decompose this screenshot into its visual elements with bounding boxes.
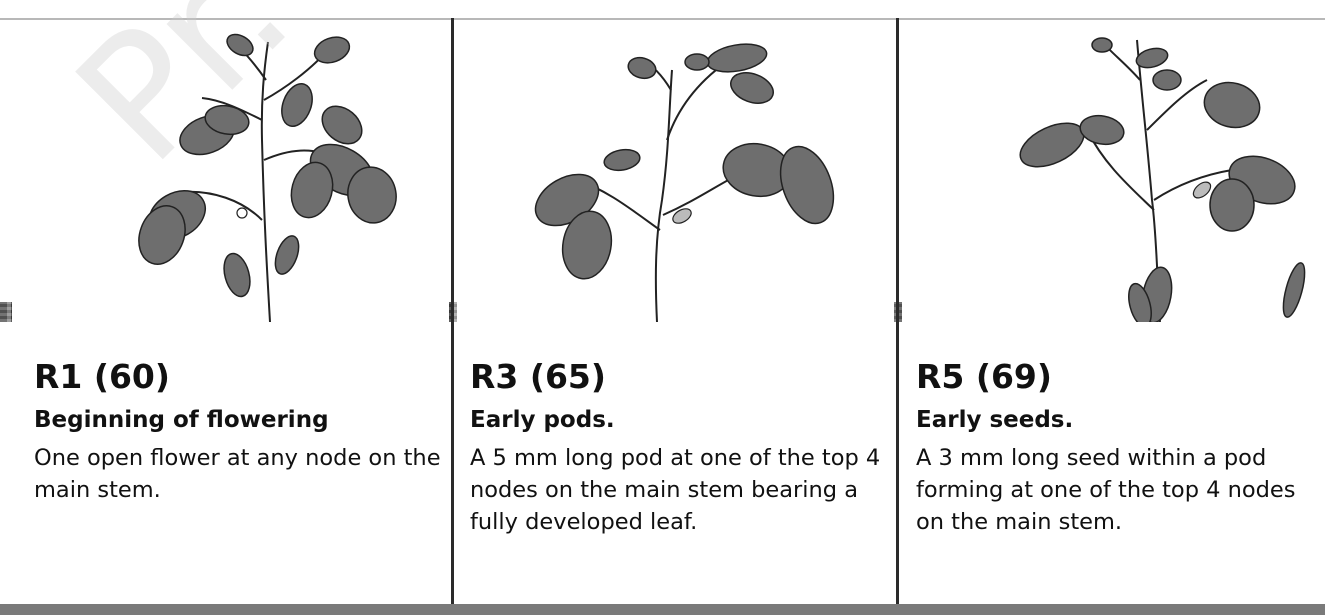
stage-panel-r3: R3 (65) Early pods. A 5 mm long pod at o… [457, 20, 894, 615]
stage-description: A 5 mm long pod at one of the top 4 node… [470, 442, 890, 538]
stage-code: R5 (69) [916, 356, 1321, 398]
plant-illustration-r1 [12, 20, 449, 322]
soybean-plant-icon [457, 20, 894, 322]
stage-text-r3: R3 (65) Early pods. A 5 mm long pod at o… [470, 356, 890, 538]
soybean-plant-icon [902, 20, 1325, 322]
plant-illustration-r3 [457, 20, 894, 322]
stage-code: R1 (60) [34, 356, 445, 398]
stage-text-r1: R1 (60) Beginning of flowering One open … [34, 356, 445, 506]
panel-divider [896, 18, 899, 615]
stage-description: A 3 mm long seed within a pod forming at… [916, 442, 1321, 538]
stage-panel-r5: R5 (69) Early seeds. A 3 mm long seed wi… [902, 20, 1325, 615]
stage-panel-r1: R1 (60) Beginning of flowering One open … [12, 20, 449, 615]
stage-title: Beginning of flowering [34, 404, 445, 436]
stage-code: R3 (65) [470, 356, 890, 398]
stage-description: One open flower at any node on the main … [34, 442, 445, 506]
panel-divider [451, 18, 454, 615]
stage-title: Early pods. [470, 404, 890, 436]
stage-text-r5: R5 (69) Early seeds. A 3 mm long seed wi… [916, 356, 1321, 538]
bottom-rule [0, 604, 1325, 615]
stage-title: Early seeds. [916, 404, 1321, 436]
soybean-plant-icon [12, 20, 449, 322]
plant-illustration-r5 [902, 20, 1325, 322]
